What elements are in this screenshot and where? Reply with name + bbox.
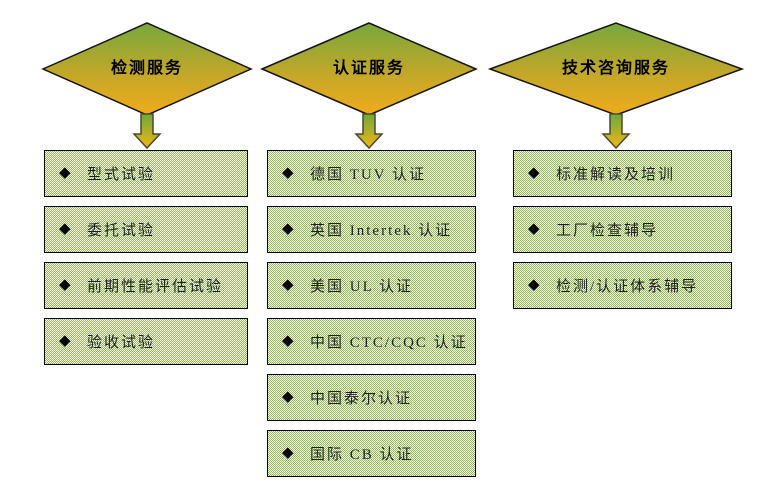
service-item: ◆ 委托试验 xyxy=(44,206,248,253)
service-item: ◆ 验收试验 xyxy=(44,318,248,365)
service-item: ◆ 德国 TUV 认证 xyxy=(267,150,476,197)
diamond-bullet-icon: ◆ xyxy=(282,389,294,405)
service-item: ◆ 型式试验 xyxy=(44,150,248,197)
diamond-bullet-icon: ◆ xyxy=(528,221,540,237)
service-item: ◆ 前期性能评估试验 xyxy=(44,262,248,309)
service-item-label: 标准解读及培训 xyxy=(556,167,676,183)
diamond-label-consulting: 技术咨询服务 xyxy=(561,60,670,77)
diamond-bullet-icon: ◆ xyxy=(59,165,71,181)
service-item-label: 美国 UL 认证 xyxy=(310,279,413,295)
diamond-shape-consulting xyxy=(487,22,745,116)
diamond-bullet-icon: ◆ xyxy=(59,277,71,293)
service-item: ◆ 标准解读及培训 xyxy=(513,150,732,197)
diamond-bullet-icon: ◆ xyxy=(528,165,540,181)
service-item-label: 工厂检查辅导 xyxy=(556,223,659,239)
service-item: ◆ 美国 UL 认证 xyxy=(267,262,476,309)
diamond-bullet-icon: ◆ xyxy=(282,445,294,461)
service-item: ◆ 英国 Intertek 认证 xyxy=(267,206,476,253)
service-item-label: 型式试验 xyxy=(87,167,156,183)
diamond-bullet-icon: ◆ xyxy=(282,165,294,181)
service-item-label: 委托试验 xyxy=(87,223,156,239)
down-arrow-icon xyxy=(601,113,631,150)
service-item: ◆ 工厂检查辅导 xyxy=(513,206,732,253)
service-item-label: 英国 Intertek 认证 xyxy=(310,223,453,239)
diamond-label-certification: 认证服务 xyxy=(332,60,405,77)
diamond-bullet-icon: ◆ xyxy=(59,221,71,237)
service-item-label: 验收试验 xyxy=(87,335,156,351)
down-arrow-icon xyxy=(354,113,384,150)
service-item-label: 前期性能评估试验 xyxy=(87,279,224,295)
service-item: ◆ 国际 CB 认证 xyxy=(267,430,476,477)
diamond-bullet-icon: ◆ xyxy=(282,277,294,293)
service-item: ◆ 中国泰尔认证 xyxy=(267,374,476,421)
service-item-label: 中国 CTC/CQC 认证 xyxy=(310,335,468,351)
diamond-label-testing: 检测服务 xyxy=(110,60,183,77)
service-item-label: 中国泰尔认证 xyxy=(310,391,413,407)
diamond-bullet-icon: ◆ xyxy=(282,333,294,349)
diamond-shape-certification xyxy=(260,22,478,116)
service-item: ◆ 中国 CTC/CQC 认证 xyxy=(267,318,476,365)
diamond-bullet-icon: ◆ xyxy=(282,221,294,237)
diamond-shape-testing xyxy=(41,22,253,116)
diamond-bullet-icon: ◆ xyxy=(528,277,540,293)
service-item-label: 检测/认证体系辅导 xyxy=(556,279,699,295)
service-item: ◆ 检测/认证体系辅导 xyxy=(513,262,732,309)
down-arrow-icon xyxy=(132,113,162,150)
service-item-label: 德国 TUV 认证 xyxy=(310,167,427,183)
diamond-bullet-icon: ◆ xyxy=(59,333,71,349)
service-item-label: 国际 CB 认证 xyxy=(310,447,414,463)
